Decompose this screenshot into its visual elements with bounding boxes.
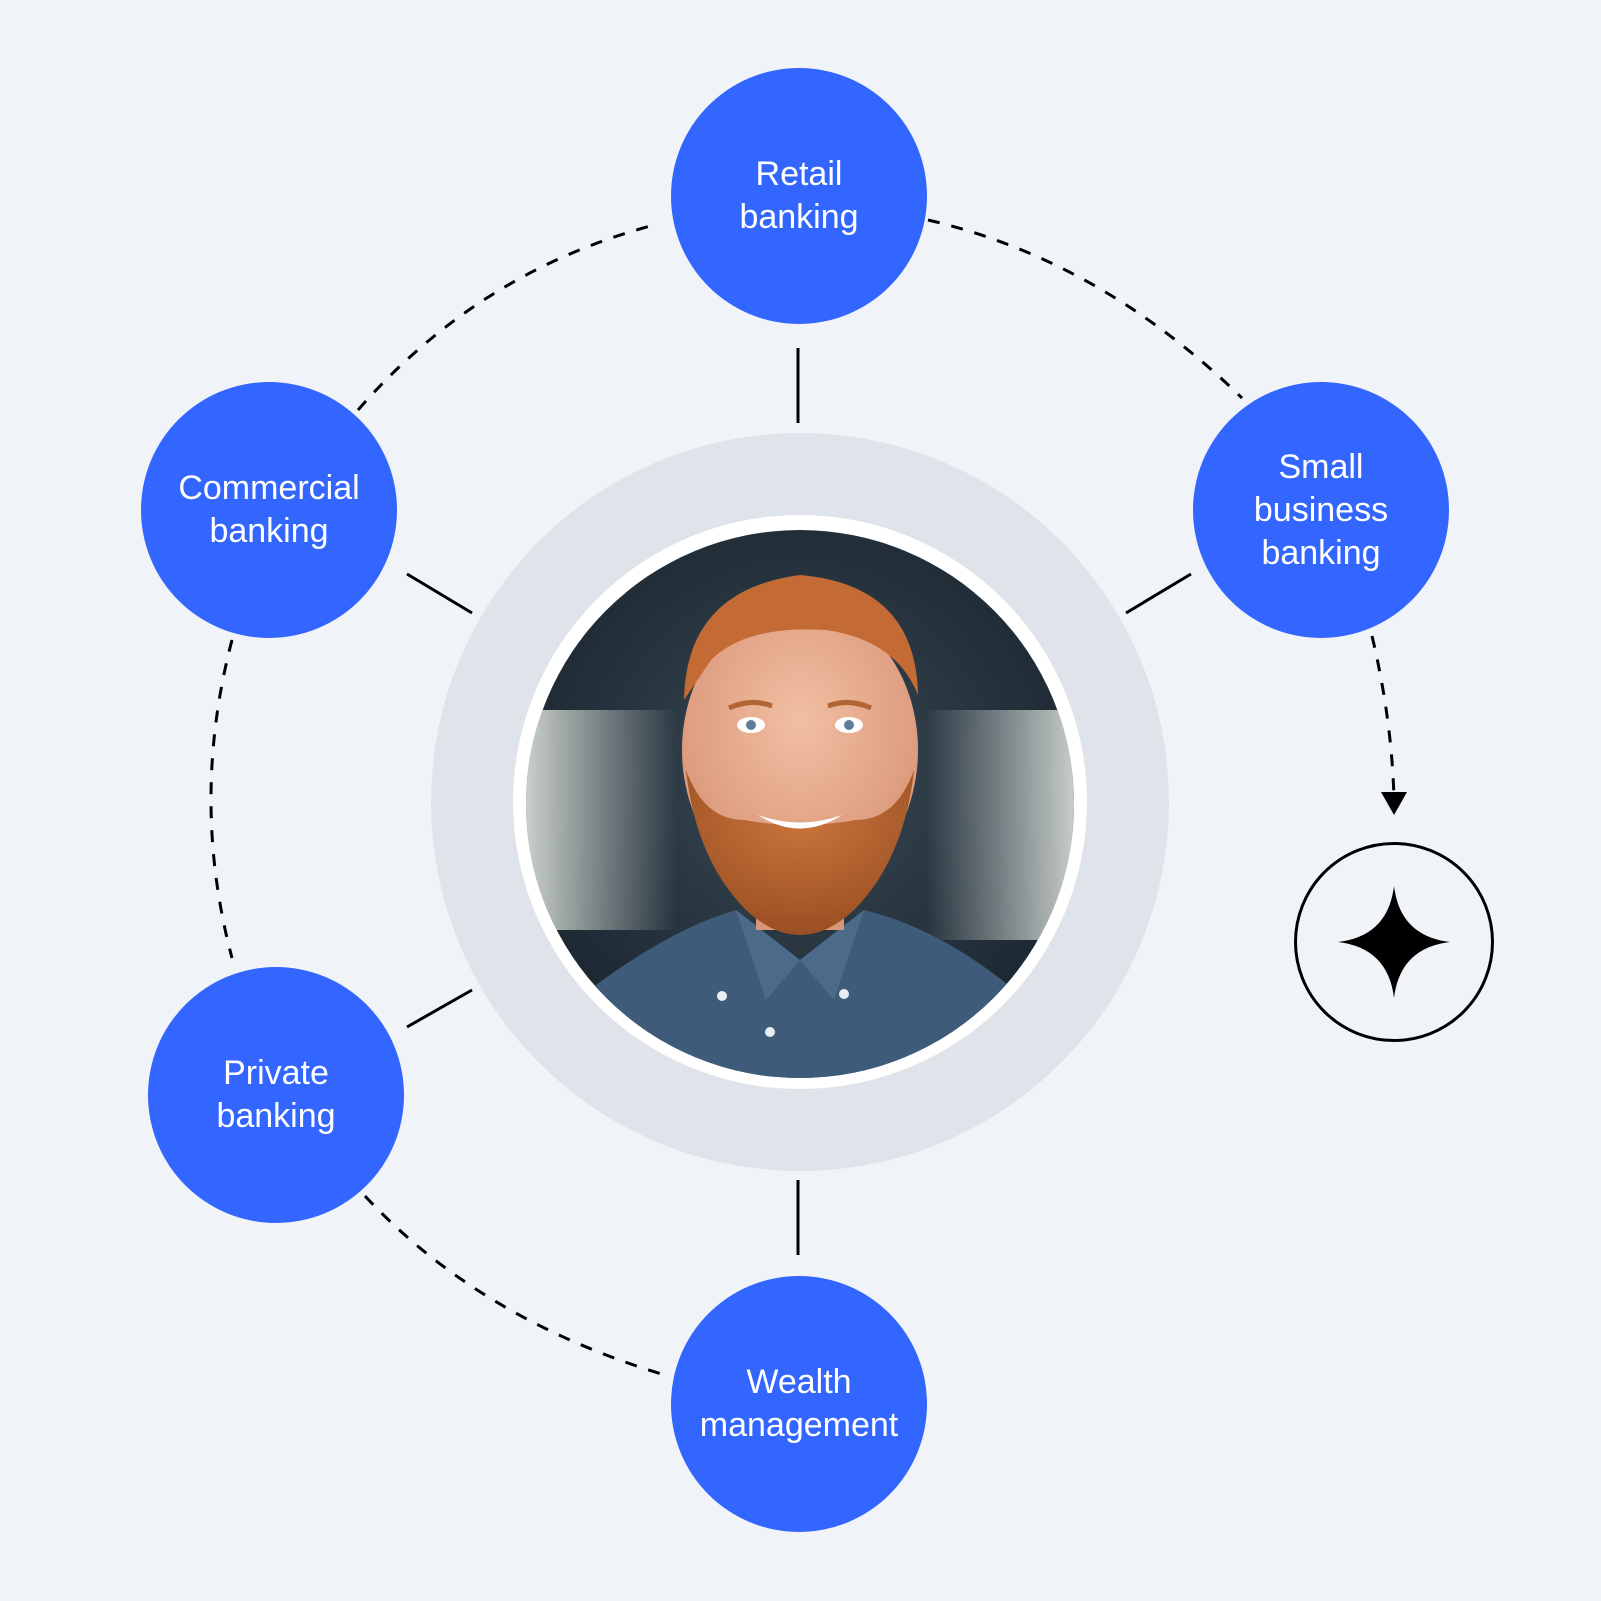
wealth-management-node[interactable]: Wealth management bbox=[671, 1276, 927, 1532]
small-business-banking-label: Small business banking bbox=[1253, 447, 1389, 572]
ai-badge bbox=[1294, 842, 1494, 1042]
spoke-commercial bbox=[406, 572, 473, 615]
sparkle-star-icon bbox=[1338, 886, 1450, 998]
dashed-arc-commercial-private bbox=[209, 639, 234, 959]
portrait-illustration bbox=[526, 530, 1074, 1078]
dashed-arc-commercial-retail bbox=[356, 222, 659, 411]
dashed-arc-retail-small bbox=[927, 218, 1244, 400]
retail-banking-node[interactable]: Retail banking bbox=[671, 68, 927, 324]
small-business-banking-node[interactable]: Small business banking bbox=[1193, 382, 1449, 638]
customer-portrait bbox=[526, 530, 1074, 1078]
commercial-banking-node[interactable]: Commercial banking bbox=[141, 382, 397, 638]
spoke-private bbox=[406, 988, 473, 1029]
arrowhead bbox=[1381, 792, 1407, 815]
retail-banking-label: Retail banking bbox=[739, 155, 859, 236]
spoke-small-business bbox=[1125, 572, 1192, 615]
private-banking-node[interactable]: Private banking bbox=[148, 967, 404, 1223]
dashed-arc-private-wealth bbox=[363, 1194, 669, 1378]
private-banking-label: Private banking bbox=[216, 1054, 336, 1135]
commercial-banking-label: Commercial banking bbox=[178, 469, 360, 550]
dashed-arrow-to-badge bbox=[1370, 635, 1396, 801]
wealth-management-label: Wealth management bbox=[699, 1363, 899, 1444]
